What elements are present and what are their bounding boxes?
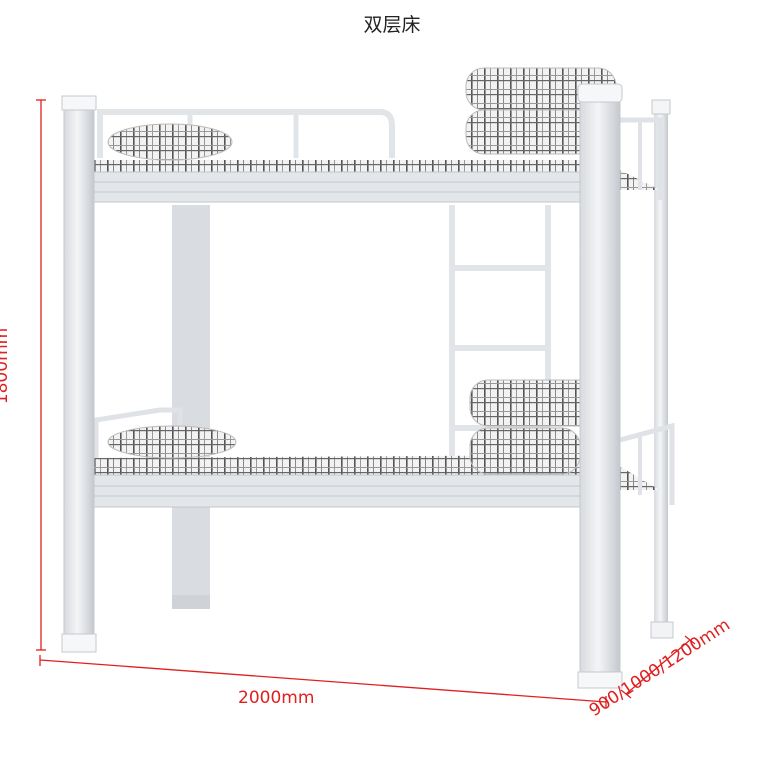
lower-quilt-bottom <box>469 427 581 475</box>
upper-bunk <box>83 67 663 203</box>
width-dimension-line <box>39 659 607 703</box>
depth-dimension-line <box>625 639 691 695</box>
dimension-lines <box>36 99 696 708</box>
upper-quilt-bottom <box>465 109 597 155</box>
lower-side-rail <box>83 474 585 508</box>
product-title: 双层床 <box>363 14 421 36</box>
upper-side-rail <box>83 171 585 203</box>
height-dimension-label: 1800mm <box>0 327 13 405</box>
width-dimension-label: 2000mm <box>238 688 315 708</box>
upper-pillow <box>107 123 233 161</box>
front-posts <box>61 83 623 689</box>
lower-pillow <box>107 425 237 459</box>
back-posts <box>172 99 674 639</box>
